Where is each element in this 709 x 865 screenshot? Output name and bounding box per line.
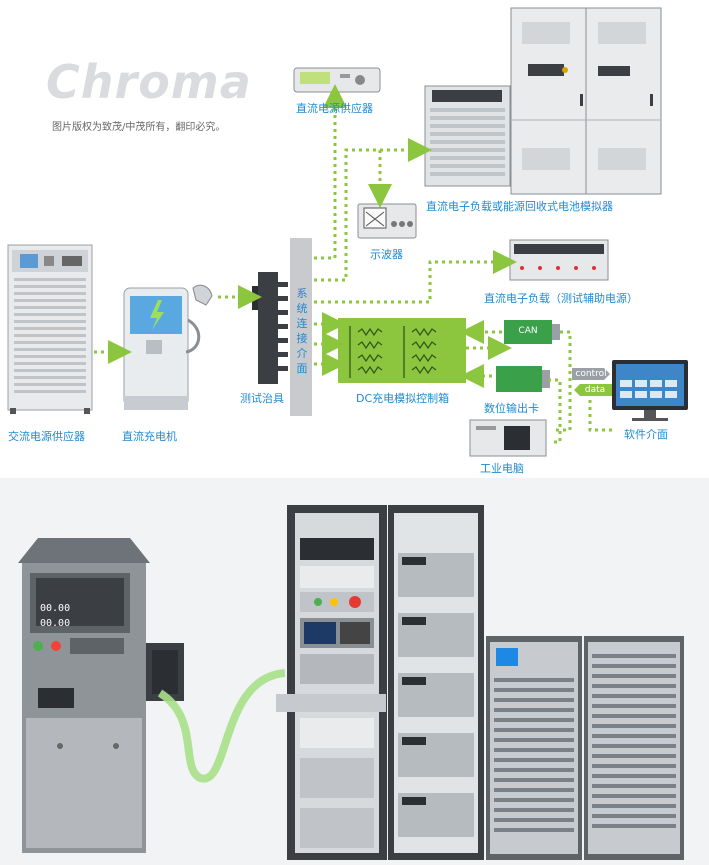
system-interface-bar: [290, 238, 312, 416]
label-data: data: [584, 385, 606, 395]
battery-simulator-cabinet-icon: [510, 7, 662, 195]
ac-power-supply-icon: [7, 244, 93, 414]
charger-display-reading-1: 00.00: [40, 603, 71, 614]
test-rack-left-icon: [276, 505, 387, 860]
equipment-photo: 00.00 00.00: [0, 478, 709, 865]
equipment-illustration: [18, 505, 684, 860]
label-dc-charger: 直流充电机: [122, 430, 177, 443]
chroma-logo: Chroma: [46, 55, 252, 109]
system-interface-char: 接: [296, 332, 308, 345]
label-dc-load-aux: 直流电子负载（测试辅助电源）: [484, 292, 638, 305]
label-control: control: [575, 369, 607, 379]
charger-display-reading-2: 00.00: [40, 618, 71, 629]
test-rack-center-icon: [388, 505, 484, 860]
system-interface-char: 面: [296, 362, 308, 375]
label-software-interface: 软件介面: [624, 428, 668, 441]
label-can: CAN: [518, 326, 538, 336]
oscilloscope-icon: [357, 203, 417, 239]
system-interface-char: 统: [296, 302, 308, 315]
system-interface-char: 系: [296, 287, 308, 300]
digital-output-card-icon: [496, 366, 550, 392]
can-card-icon: [504, 320, 560, 344]
industrial-pc-icon: [469, 419, 547, 457]
copyright-note: 图片版权为致茂/中茂所有，翻印必究。: [52, 122, 226, 133]
charger-kiosk-icon: [18, 538, 184, 853]
label-test-fixture: 测试治具: [240, 392, 284, 405]
diagram-graphics: [7, 7, 688, 457]
battery-simulator-unit-icon: [486, 636, 684, 860]
label-ac-power-supply: 交流电源供应器: [8, 430, 85, 443]
label-industrial-pc: 工业电脑: [480, 462, 524, 475]
dc-charger-icon: [123, 284, 213, 410]
dc-load-aux-icon: [509, 239, 609, 281]
dc-load-unit-icon: [424, 85, 511, 187]
system-interface-char: 介: [296, 347, 308, 360]
connection-arrows: [94, 84, 612, 444]
label-dc-load-battery-sim: 直流电子负载或能源回收式电池模拟器: [426, 200, 613, 213]
control-data-arrows: [572, 368, 612, 396]
label-digital-output-card: 数位输出卡: [484, 402, 539, 415]
system-interface-char: 连: [296, 317, 308, 330]
system-diagram: Chroma 图片版权为致茂/中茂所有，翻印必究。: [7, 7, 688, 475]
label-oscilloscope: 示波器: [370, 248, 403, 261]
test-fixture-icon: [252, 272, 288, 384]
label-dc-charge-control-box: DC充电模拟控制箱: [356, 392, 450, 405]
dc-power-supply-icon: [293, 67, 381, 93]
dc-charge-control-box-icon: [338, 318, 466, 383]
charging-cable: [157, 669, 286, 783]
software-monitor-icon: [612, 360, 688, 421]
label-dc-power-supply: 直流电源供应器: [296, 102, 373, 115]
